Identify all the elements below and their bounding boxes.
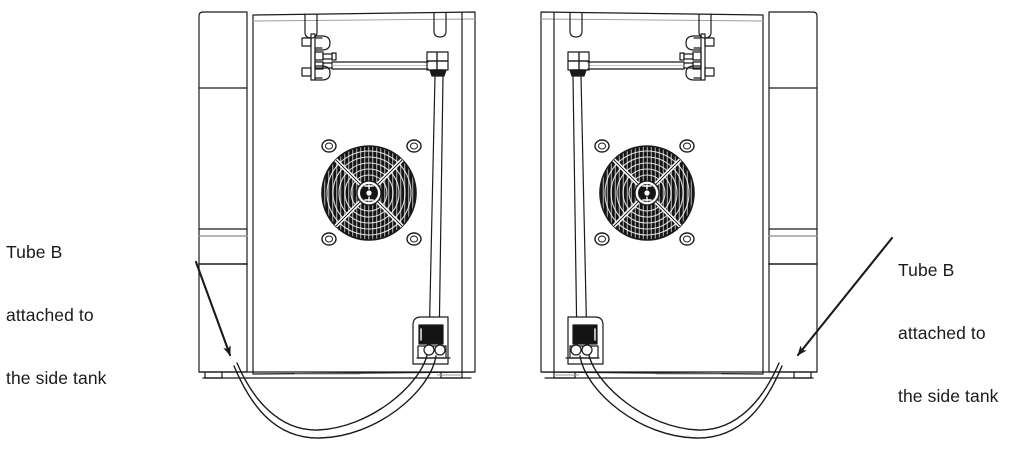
horizontal-pipe [587, 61, 685, 70]
top-bracket-plate [301, 33, 337, 81]
fan-mount-hole-top-right [594, 139, 610, 153]
unit-left [198, 11, 476, 439]
annotation-right-line-2: attached to [898, 323, 986, 343]
horizontal-pipe [331, 61, 429, 70]
annotation-label-right: Tube B attached to the side tank [898, 218, 999, 449]
leader-arrow-left [194, 260, 232, 357]
u-bolt-upper [301, 35, 331, 51]
annotation-left-line-1: Tube B [6, 242, 63, 262]
u-bolt-lower [301, 65, 331, 81]
bottom-connection-port [412, 316, 451, 365]
base-foot-left [204, 371, 223, 379]
u-bolt-lower [685, 65, 715, 81]
vertical-tube [572, 75, 588, 349]
fan-grille [599, 145, 695, 241]
annotation-right-line-1: Tube B [898, 260, 955, 280]
fan-mount-hole-top-left [321, 139, 337, 153]
pipe-coupling-fitting [426, 51, 449, 77]
fan-grille [321, 145, 417, 241]
vertical-tube [428, 75, 444, 349]
annotation-left-line-2: attached to [6, 305, 94, 325]
fan-mount-holes [321, 139, 422, 246]
base-foot-left [793, 371, 812, 379]
top-bracket-plate [679, 33, 715, 81]
fan-mount-hole-top-left [679, 139, 695, 153]
bolt-nut-upper [314, 51, 337, 61]
unit-right [540, 11, 818, 439]
fan-mount-hole-bottom-right [594, 232, 610, 246]
side-panel-right [768, 11, 818, 373]
fan-mount-hole-top-right [406, 139, 422, 153]
bottom-connection-port [565, 316, 604, 365]
tube-b-loop [579, 354, 783, 439]
pipe-coupling-fitting [567, 51, 590, 77]
annotation-left-line-3: the side tank [6, 368, 107, 388]
bolt-nut-upper [679, 51, 702, 61]
side-panel-left [198, 11, 248, 373]
fan-mount-holes [594, 139, 695, 246]
fan-mount-hole-bottom-left [679, 232, 695, 246]
fan-mount-hole-bottom-right [406, 232, 422, 246]
fan-mount-hole-bottom-left [321, 232, 337, 246]
unit-base [198, 371, 476, 379]
unit-base [540, 371, 818, 379]
port-fitting-right [434, 344, 446, 356]
port-fitting-left [581, 344, 593, 356]
top-slot-right [569, 12, 583, 38]
tube-b-loop [233, 354, 437, 439]
u-bolt-upper [685, 35, 715, 51]
annotation-right-line-3: the side tank [898, 386, 999, 406]
port-fitting-right [570, 344, 582, 356]
port-fitting-left [423, 344, 435, 356]
annotation-label-left: Tube B attached to the side tank [6, 200, 107, 431]
leader-arrow-right [796, 236, 894, 357]
top-slot-right [433, 12, 447, 38]
